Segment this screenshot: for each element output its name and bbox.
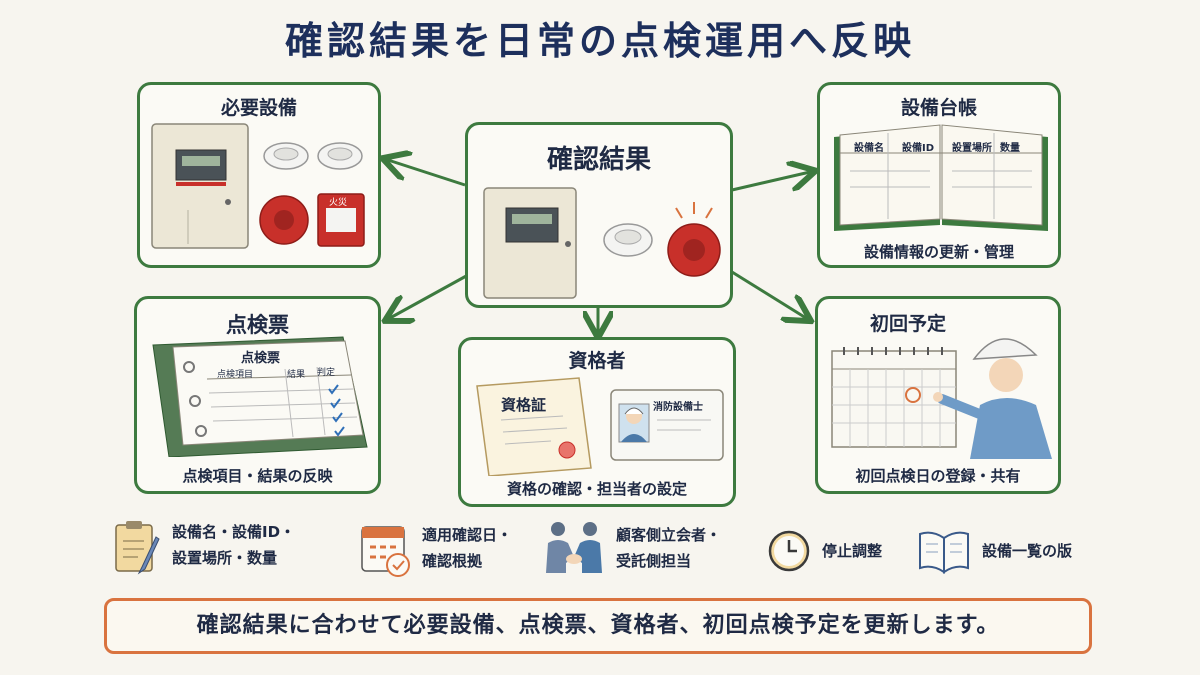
inspection-sheet-caption: 点検項目・結果の反映 [182,467,333,485]
confirmation-result-box: 確認結果 [465,122,733,308]
legend-item-4: 停止調整 [766,528,882,574]
smoke-detector [603,223,653,257]
ledger-col-1: 設備名 [854,143,884,154]
qualified-caption: 資格の確認・担当者の設定 [506,480,687,498]
worker-figure [933,338,1052,459]
open-ledger-illustration [834,124,1048,231]
page-title: 確認結果を日常の点検運用へ反映 [284,19,915,63]
smoke-detector-2 [317,142,363,170]
first-schedule-caption: 初回点検日の登録・共有 [855,467,1021,485]
legend-item-3: 顧客側立会者・ 受託側担当 [542,517,721,579]
id-card-label: 消防設備士 [653,402,703,413]
equipment-ledger-box: 設備台帳 設備名 設備ID 設置場所 数量 設備情報の更新・管理 [817,82,1061,268]
legend-5-line-1: 設備一覧の版 [982,542,1073,560]
handshake-icon [546,522,602,573]
first-schedule-box: 初回予定 初回点検日の登録・共有 [815,296,1061,494]
arrow-to-schedule [731,270,806,318]
legend-item-2: 適用確認日・ 確認根拠 [358,517,512,579]
svg-text:火災: 火災 [329,197,347,208]
legend-item-5: 設備一覧の版 [916,526,1072,576]
manual-call-point: 火災 [317,193,365,247]
inspection-sheet-box: 点検票 点検票 点検項目 結果 判定 点検項目・結果の反映 [134,296,381,494]
legend-3-line-1: 顧客側立会者・ [616,526,722,544]
first-schedule-title: 初回予定 [869,313,946,335]
qualified-person-title: 資格者 [568,350,626,372]
arrow-to-ledger [731,172,810,192]
smoke-detector-1 [263,142,309,170]
control-panel [483,187,577,299]
calendar-check-icon [361,526,410,577]
arrow-to-required [388,160,466,187]
clipboard-pencil-icon [115,521,160,575]
legend-4-line-1: 停止調整 [822,542,883,560]
required-equipment-title: 必要設備 [220,97,297,119]
required-equipment-box: 必要設備 火災 [137,82,381,268]
calendar-worker-illustration [831,338,1052,459]
certificate-label: 資格証 [501,396,547,414]
sheet-col-1: 点検項目 [217,370,254,380]
confirmation-illustration [483,187,721,299]
certificate-illustration [476,377,724,476]
sheet-heading: 点検票 [241,351,281,366]
ledger-col-3: 設置場所 [952,143,992,154]
ledger-col-4: 数量 [1000,143,1020,154]
sheet-col-3: 判定 [317,368,336,378]
open-book-icon [919,531,969,574]
clock-icon [768,530,810,572]
legend-3-line-2: 受託側担当 [616,552,692,570]
legend-2-line-1: 適用確認日・ [422,526,513,544]
legend-1-line-2: 設置場所・数量 [172,549,278,567]
arrow-to-checksheet [390,273,469,318]
sheet-col-2: 結果 [287,370,306,380]
legend-1-line-1: 設備名・設備ID・ [172,523,296,541]
confirmation-result-title: 確認結果 [546,145,651,175]
legend-2-line-2: 確認根拠 [422,552,483,570]
equipment-ledger-title: 設備台帳 [900,97,977,119]
ledger-col-2: 設備ID [902,143,935,154]
alarm-bell [667,202,721,277]
summary-banner: 確認結果に合わせて必要設備、点検票、資格者、初回点検予定を更新します。 [104,598,1092,654]
marked-date [905,387,921,403]
qualified-person-box: 資格者 資格証 消防設備士 資格の確認・担当者の設定 [458,337,736,507]
ledger-caption: 設備情報の更新・管理 [863,243,1014,261]
legend-item-1: 設備名・設備ID・ 設置場所・数量 [112,515,295,575]
alarm-bell [259,195,309,245]
seal-icon [558,441,576,459]
fire-equipment-illustration: 火災 [151,123,365,249]
inspection-sheet-title: 点検票 [226,313,289,337]
binder-illustration [152,336,368,457]
